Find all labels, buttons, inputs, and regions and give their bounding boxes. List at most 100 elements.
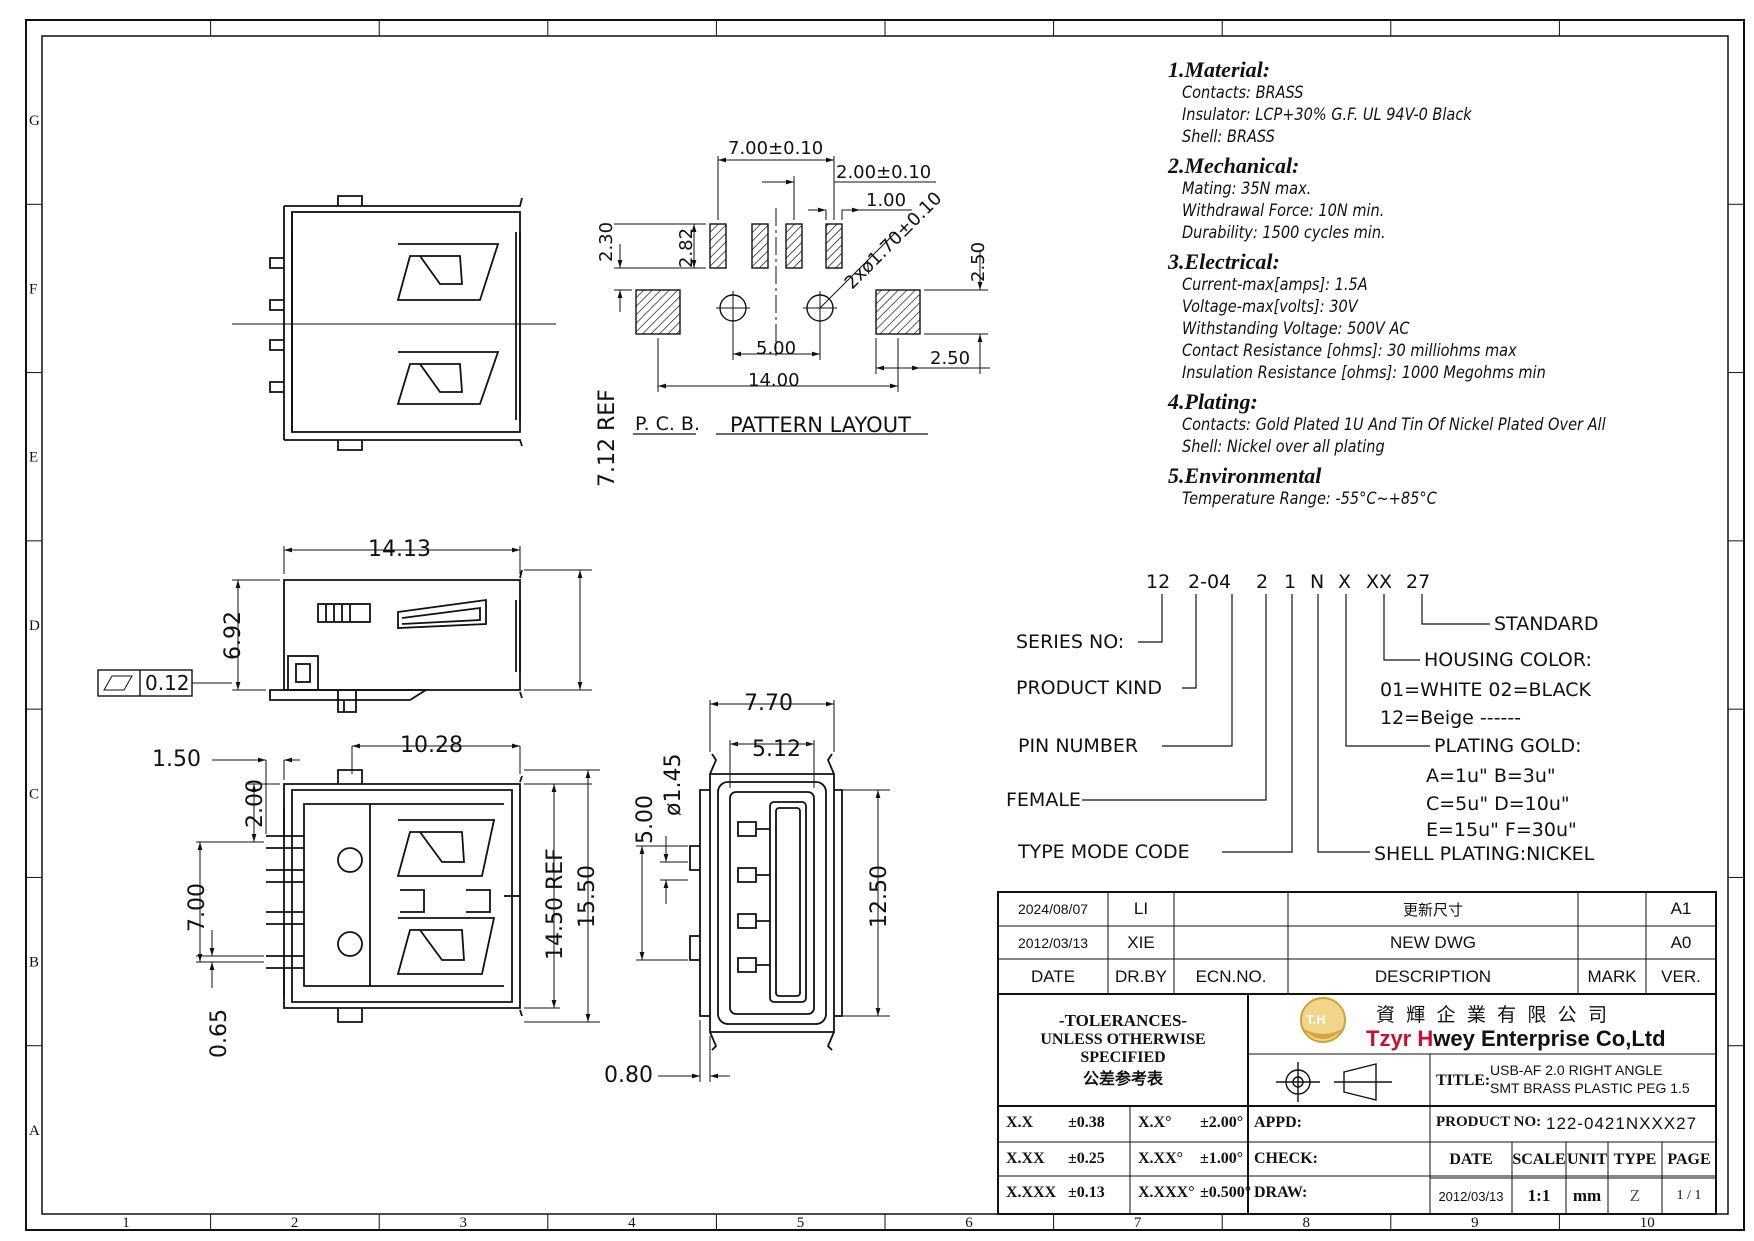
pattern-layout-label: PATTERN LAYOUT <box>730 413 911 437</box>
checked-label: CHECK: <box>1254 1150 1318 1167</box>
pcb-dim-2-00: 2.00±0.10 <box>836 162 931 183</box>
pcb-dim-2-50-v: 2.50 <box>968 242 989 282</box>
border-column-label: 3 <box>460 1215 468 1231</box>
header-description: DESCRIPTION <box>1374 966 1492 986</box>
tolerance-cell: ±1.00° <box>1200 1150 1244 1167</box>
spec-heading: 3.Electrical: <box>1168 249 1280 274</box>
dim-dia-1-45: ø1.45 <box>661 754 686 816</box>
title-line-1: USB-AF 2.0 RIGHT ANGLE <box>1490 1062 1663 1078</box>
female-label: FEMALE <box>1006 789 1081 811</box>
pcb-dim-2-82: 2.82 <box>676 228 697 268</box>
spec-section: 3.Electrical:Current-max[amps]: 1.5A Volt… <box>1168 250 1728 384</box>
border-row-label: A <box>29 1123 40 1139</box>
spec-line: Mating: 35N max. <box>1182 179 1312 198</box>
pcb-dim-1-00: 1.00 <box>866 190 906 211</box>
title-label: TITLE: <box>1436 1072 1491 1089</box>
housing-color-label: HOUSING COLOR: <box>1424 649 1592 671</box>
company-name-en-t: Tzyr <box>1366 1026 1418 1051</box>
spec-line: Temperature Range: -55°C~+85°C <box>1182 489 1437 508</box>
title-block-grid <box>997 891 1717 1215</box>
code-pins: 2 <box>1256 571 1268 593</box>
footer-page-value: 1 / 1 <box>1676 1188 1702 1203</box>
spec-line: Contacts: BRASS <box>1182 83 1304 102</box>
logo-text: T.H <box>1306 1012 1326 1027</box>
pcb-dim-7-00: 7.00±0.10 <box>728 138 823 159</box>
pcb-dims <box>614 156 990 435</box>
border-row-label: C <box>29 786 39 802</box>
pin-number-label: PIN NUMBER <box>1018 735 1138 757</box>
pcb-dim-2-50-h: 2.50 <box>930 348 970 369</box>
dim-14-13: 14.13 <box>368 537 431 562</box>
tolerance-cell: ±2.00° <box>1200 1114 1244 1131</box>
part-number-codes: 12 2-04 2 1 N X XX 27 <box>1146 571 1430 593</box>
drawn-label: DRAW: <box>1254 1184 1308 1201</box>
dim-2-00: 2.00 <box>243 779 268 828</box>
border-row-label: B <box>29 955 39 971</box>
shell-plating-label: SHELL PLATING:NICKEL <box>1374 843 1595 865</box>
border-column-label: 10 <box>1640 1215 1655 1231</box>
plating-option-2: C=5u" D=10u" <box>1426 793 1570 815</box>
spec-line: Current-max[amps]: 1.5A <box>1182 275 1368 294</box>
dim-0-65: 0.65 <box>207 1009 232 1058</box>
rev-1-date: 2024/08/07 <box>1017 901 1089 917</box>
logo-symbols <box>1276 1062 1392 1102</box>
rev-2-version: A0 <box>1670 932 1692 952</box>
dim-0-80: 0.80 <box>604 1063 653 1088</box>
header-mark: MARK <box>1587 966 1637 986</box>
spec-line: Voltage-max[volts]: 30V <box>1182 297 1358 316</box>
code-standard: 27 <box>1406 571 1430 593</box>
dim-5-12: 5.12 <box>752 737 801 762</box>
dim-7-70: 7.70 <box>744 691 793 716</box>
rev-1-version: A1 <box>1670 899 1692 918</box>
company-name-en-rest: wey Enterprise Co,Ltd <box>1433 1026 1666 1051</box>
tolerance-cell: X.X <box>1006 1114 1034 1131</box>
footer-page-header: PAGE <box>1667 1151 1711 1168</box>
footer-scale-value: 1:1 <box>1527 1186 1551 1205</box>
spec-line: Contacts: Gold Plated 1U And Tin Of Nick… <box>1182 415 1606 434</box>
tolerance-cell: ±0.13 <box>1068 1184 1105 1201</box>
dim-7-00: 7.00 <box>185 883 210 932</box>
spec-line: Durability: 1500 cycles min. <box>1182 223 1386 242</box>
spec-section: 4.Plating:Contacts: Gold Plated 1U And T… <box>1168 390 1728 458</box>
type-mode-code-label: TYPE MODE CODE <box>1017 841 1190 863</box>
company-logo <box>1300 997 1346 1043</box>
tolerance-cell: X.XXX <box>1006 1184 1057 1201</box>
rev-2-description: NEW DWG <box>1390 932 1476 952</box>
tolerance-cell: ±0.500° <box>1200 1184 1252 1201</box>
footer-date-value: 2012/03/13 <box>1438 1188 1504 1204</box>
plating-gold-label: PLATING GOLD: <box>1434 735 1581 757</box>
top-view-ref-dim: 7.12 REF <box>595 389 620 487</box>
footer-type-value: Z <box>1629 1186 1641 1205</box>
pcb-dim-2-30: 2.30 <box>596 222 617 262</box>
title-line-2: SMT BRASS PLASTIC PEG 1.5 <box>1490 1080 1690 1096</box>
spec-line: Insulator: LCP+30% G.F. UL 94V-0 Black <box>1182 105 1472 124</box>
footer-type-header: TYPE <box>1613 1151 1657 1168</box>
pcb-pads <box>635 208 921 356</box>
product-no-label: PRODUCT NO: <box>1436 1114 1542 1130</box>
border-column-label: 9 <box>1471 1215 1479 1231</box>
pcb-label: P. C. B. <box>635 413 700 435</box>
tolerances-cn: 公差参考表 <box>1082 1071 1163 1088</box>
approved-label: APPD: <box>1254 1114 1302 1131</box>
footer-date-header: DATE <box>1449 1151 1493 1168</box>
series-no-label: SERIES NO: <box>1016 631 1124 653</box>
code-housing: XX <box>1366 571 1392 593</box>
tolerance-cell: X.XX <box>1006 1150 1045 1167</box>
spec-heading: 4.Plating: <box>1168 389 1258 414</box>
border-row-label: E <box>29 450 38 466</box>
dim-12-50: 12.50 <box>867 865 892 928</box>
bottom-view-dims <box>196 743 600 1023</box>
footer-unit-value: mm <box>1572 1186 1602 1205</box>
header-version: VER. <box>1661 966 1701 986</box>
tolerance-cell: ±0.38 <box>1068 1114 1105 1131</box>
side-view-dims <box>97 546 592 697</box>
border-column-label: 4 <box>628 1215 636 1231</box>
spec-heading: 2.Mechanical: <box>1168 153 1300 178</box>
border-column-label: 2 <box>291 1215 299 1231</box>
part-number-leaders <box>1082 594 1490 853</box>
dim-5-00-front: 5.00 <box>633 795 658 844</box>
top-view <box>232 195 556 451</box>
spec-line: Shell: Nickel over all plating <box>1182 437 1385 456</box>
